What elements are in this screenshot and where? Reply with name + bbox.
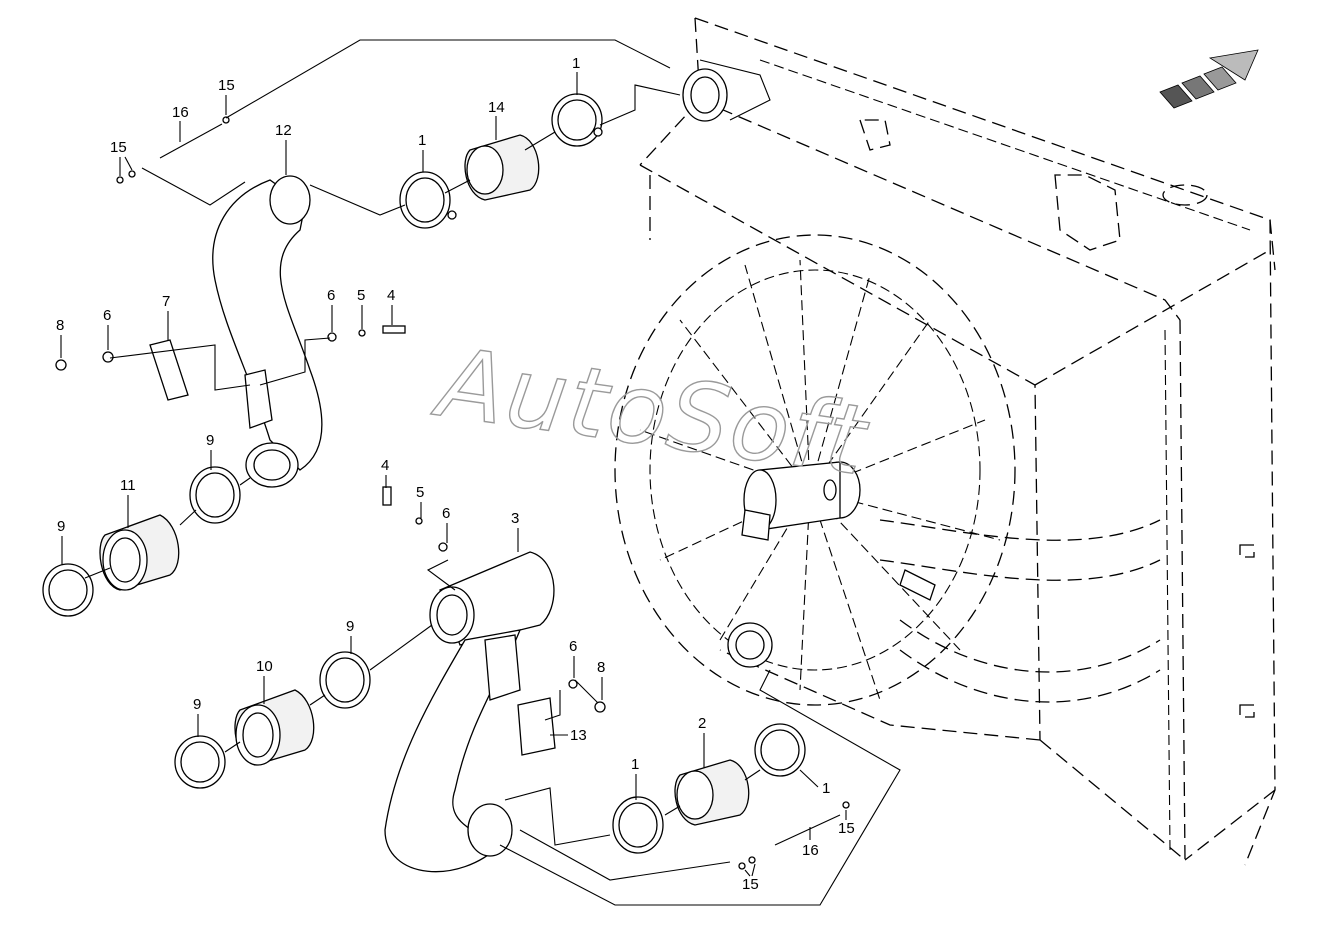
callout-9: 9 — [346, 618, 354, 635]
callout-8: 8 — [597, 659, 605, 676]
callout-5: 5 — [416, 484, 424, 501]
callout-1: 1 — [631, 756, 639, 773]
callout-13: 13 — [570, 727, 587, 744]
callout-labels: 1 14 1 15 16 15 12 8 6 7 6 5 4 9 11 9 4 … — [56, 55, 855, 893]
callout-16: 16 — [172, 104, 189, 121]
callout-9: 9 — [193, 696, 201, 713]
callout-16: 16 — [802, 842, 819, 859]
forward-arrow-icon — [1159, 49, 1259, 109]
callout-2: 2 — [698, 715, 706, 732]
callout-14: 14 — [488, 99, 505, 116]
callout-6: 6 — [569, 638, 577, 655]
callout-10: 10 — [256, 658, 273, 675]
callout-5: 5 — [357, 287, 365, 304]
lower-clamps-hose-11 — [42, 466, 241, 617]
hardware — [55, 116, 850, 870]
callout-15: 15 — [218, 77, 235, 94]
lower-clamps-hose-2 — [612, 723, 806, 854]
radiator-assembly — [614, 17, 1276, 866]
callout-1: 1 — [418, 132, 426, 149]
callout-12: 12 — [275, 122, 292, 139]
callout-8: 8 — [56, 317, 64, 334]
callout-9: 9 — [57, 518, 65, 535]
callout-6: 6 — [103, 307, 111, 324]
callout-6: 6 — [442, 505, 450, 522]
callout-15: 15 — [742, 876, 759, 893]
fan-hub — [741, 461, 936, 601]
callout-11: 11 — [120, 477, 136, 494]
upper-clamps-hose — [399, 93, 603, 229]
callout-6: 6 — [327, 287, 335, 304]
callout-3: 3 — [511, 510, 519, 527]
callout-1: 1 — [822, 780, 830, 797]
callout-1: 1 — [572, 55, 580, 72]
upper-air-pipe-12 — [212, 175, 323, 488]
callout-15: 15 — [110, 139, 127, 156]
callout-7: 7 — [162, 293, 170, 310]
leader-lines — [84, 39, 901, 906]
callout-4: 4 — [387, 287, 395, 304]
watermark-text: AutoSoft — [426, 326, 875, 498]
bracket-7 — [149, 339, 189, 401]
callout-4: 4 — [381, 457, 389, 474]
callout-9: 9 — [206, 432, 214, 449]
callout-15: 15 — [838, 820, 855, 837]
lower-clamps-hose-10 — [174, 651, 371, 789]
lower-air-pipe-3 — [384, 551, 556, 873]
